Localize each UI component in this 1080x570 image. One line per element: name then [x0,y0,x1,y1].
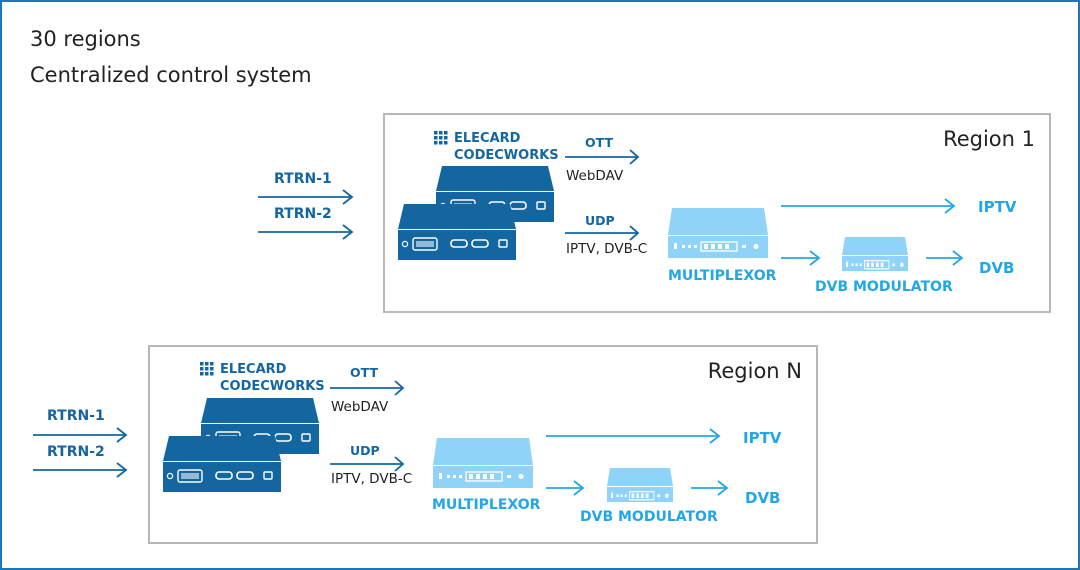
region-n-udp-sub: IPTV, DVB-C [331,471,413,487]
region-1-udp-sub: IPTV, DVB-C [566,241,648,257]
region-n-ott-label: OTT [350,365,378,380]
region-n-modulator-device [607,468,673,502]
region-n-dvb-label: DVB [745,489,781,507]
region-n-input-rtrn-2: RTRN-2 [47,444,105,460]
header-title: 30 regions [30,27,141,51]
region-1-dvb-label: DVB [979,259,1015,277]
region-1-brand: ELECARD CODECWORKS [434,130,559,164]
region-n-iptv-label: IPTV [743,429,782,447]
region-1-multiplexor-device [668,208,768,258]
header-subtitle: Centralized control system [30,63,312,87]
region-1-udp-label: UDP [585,213,615,228]
region-1-modulator-label: DVB MODULATOR [815,279,953,295]
region-n-multiplexor-label: MULTIPLEXOR [432,497,541,513]
region-1-encoder-front [398,204,516,260]
region-n-graphics [33,380,729,502]
region-n-encoder-front [163,436,281,492]
region-n-brand-line-1: ELECARD [220,362,287,377]
region-n-input-rtrn-1: RTRN-1 [47,408,105,424]
region-1-graphics [258,149,964,271]
region-1-input-rtrn-2: RTRN-2 [274,206,332,222]
elecard-logo-icon [200,362,214,376]
region-1-multiplexor-label: MULTIPLEXOR [668,268,777,284]
region-1-brand-line-2: CODECWORKS [454,148,559,163]
region-n-input-arrows [33,427,128,478]
elecard-logo-icon [434,131,448,145]
region-1-title: Region 1 [943,127,1035,151]
region-n-brand-line-2: CODECWORKS [220,379,325,394]
region-1-ott-sub: WebDAV [566,168,624,184]
region-1-modulator-device [842,237,908,271]
region-n-modulator-label: DVB MODULATOR [580,509,718,525]
region-1-iptv-label: IPTV [978,198,1017,216]
region-n-brand: ELECARD CODECWORKS [200,361,325,395]
region-1-input-rtrn-1: RTRN-1 [274,171,332,187]
region-n-udp-label: UDP [350,443,380,458]
region-1-brand-line-1: ELECARD [454,131,521,146]
region-1-ott-label: OTT [585,135,613,150]
region-n-multiplexor-device [433,438,533,488]
region-n-ott-sub: WebDAV [331,399,389,415]
region-n-title: Region N [707,359,802,383]
region-1-input-arrows [258,189,354,240]
